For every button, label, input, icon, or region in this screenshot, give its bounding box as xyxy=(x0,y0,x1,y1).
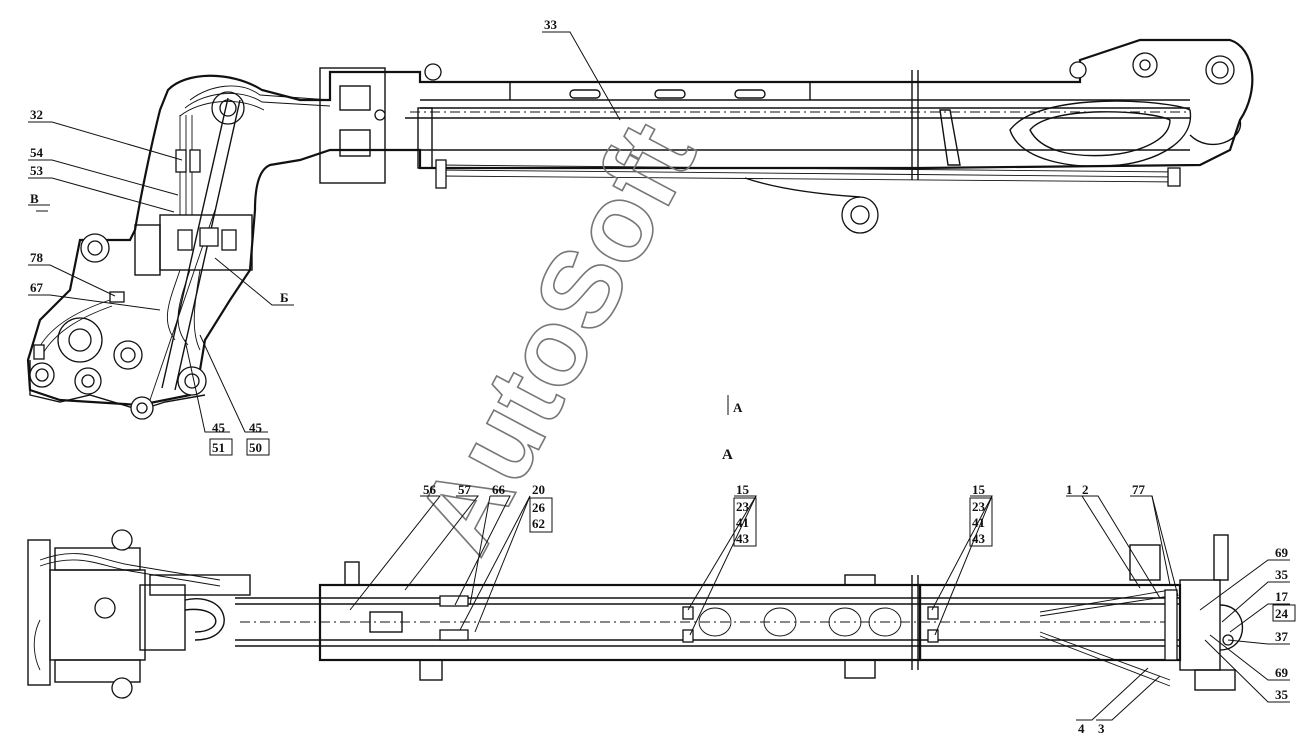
callout-45-left: 45 xyxy=(212,420,226,435)
callout-35-a: 35 xyxy=(1275,567,1289,582)
callout-67: 67 xyxy=(30,280,44,295)
callout-15-a: 15 xyxy=(736,482,750,497)
callout-43-b: 43 xyxy=(972,531,986,546)
callout-62: 62 xyxy=(532,516,545,531)
callout-66: 66 xyxy=(492,482,506,497)
callout-43-a: 43 xyxy=(736,531,750,546)
callout-54: 54 xyxy=(30,145,44,160)
callout-23-b: 23 xyxy=(972,499,986,514)
callout-41-a: 41 xyxy=(736,515,749,530)
callout-78: 78 xyxy=(30,250,44,265)
callout-50: 50 xyxy=(249,440,262,455)
callout-1: 1 xyxy=(1066,482,1073,497)
callout-2: 2 xyxy=(1082,482,1089,497)
callout-15-b: 15 xyxy=(972,482,986,497)
callout-51: 51 xyxy=(212,440,225,455)
callout-45-right: 45 xyxy=(249,420,263,435)
callout-35-b: 35 xyxy=(1275,687,1289,702)
callout-33: 33 xyxy=(544,17,558,32)
callout-32: 32 xyxy=(30,107,43,122)
callout-20: 20 xyxy=(532,482,545,497)
callout-69-b: 69 xyxy=(1275,665,1289,680)
view-title: А xyxy=(722,447,733,463)
callout-be: Б xyxy=(280,290,289,305)
callout-69-a: 69 xyxy=(1275,545,1289,560)
upper-boom-view xyxy=(26,38,1254,420)
callout-3: 3 xyxy=(1098,721,1105,736)
callout-53: 53 xyxy=(30,163,44,178)
callout-26: 26 xyxy=(532,500,546,515)
upper-callouts: 33 32 54 53 В 78 67 Б 45 51 45 50 А А xyxy=(30,17,743,463)
view-arrow-label: А xyxy=(733,400,743,415)
callout-37: 37 xyxy=(1275,629,1289,644)
callout-23-a: 23 xyxy=(736,499,750,514)
lower-callouts: 56 57 66 20 26 62 15 23 41 43 15 23 41 4… xyxy=(423,482,1296,736)
callout-17: 17 xyxy=(1275,589,1289,604)
leader-lines xyxy=(28,31,1290,721)
callout-v: В xyxy=(30,191,39,206)
callout-24: 24 xyxy=(1275,606,1289,621)
callout-41-b: 41 xyxy=(972,515,985,530)
callout-77: 77 xyxy=(1132,482,1146,497)
callout-56: 56 xyxy=(423,482,437,497)
callout-4: 4 xyxy=(1078,721,1085,736)
lower-boom-view xyxy=(27,529,1244,699)
callout-57: 57 xyxy=(458,482,472,497)
